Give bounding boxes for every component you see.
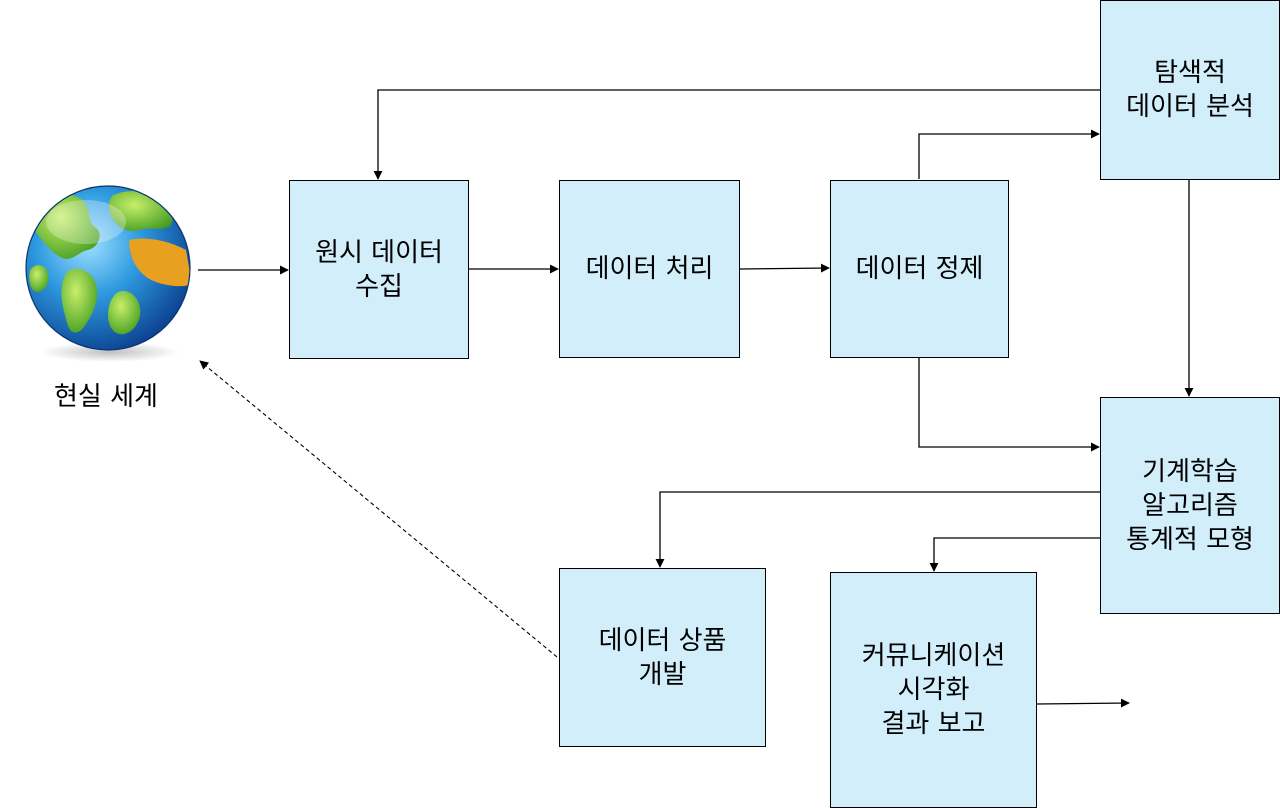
data-product-line2: 개발 <box>638 659 687 690</box>
exploratory-analysis-line2: 데이터 분석 <box>1126 92 1254 122</box>
real-world-label: 현실 세계 <box>54 382 158 412</box>
data-product-box: 데이터 상품 개발 <box>559 568 766 747</box>
exploratory-analysis-box: 탐색적 데이터 분석 <box>1100 0 1280 180</box>
data-cleaning-box: 데이터 정제 <box>830 180 1009 358</box>
communication-line2: 시각화 <box>897 675 970 705</box>
communication-line3: 결과 보고 <box>881 709 986 739</box>
arrow-communication-output <box>1036 698 1130 708</box>
exploratory-analysis-line1: 탐색적 <box>1154 58 1226 88</box>
machine-learning-box: 기계학습 알고리즘 통계적 모형 <box>1100 397 1280 614</box>
communication-box: 커뮤니케이션 시각화 결과 보고 <box>830 572 1037 808</box>
raw-data-collection-box: 원시 데이터 수집 <box>289 180 469 359</box>
arrow-ml-to-communication <box>929 537 1100 572</box>
globe-icon <box>25 185 191 362</box>
raw-data-collection-line1: 원시 데이터 <box>315 237 443 268</box>
machine-learning-line2: 알고리즘 <box>1142 490 1238 521</box>
data-processing-box: 데이터 처리 <box>559 180 740 358</box>
machine-learning-line1: 기계학습 <box>1142 456 1238 487</box>
data-product-line1: 데이터 상품 <box>598 625 727 656</box>
machine-learning-line3: 통계적 모형 <box>1126 524 1254 555</box>
raw-data-collection-line2: 수집 <box>355 271 403 302</box>
arrow-cleaning-to-ml <box>918 358 1100 452</box>
data-cleaning-label: 데이터 정제 <box>855 254 984 284</box>
communication-line1: 커뮤니케이션 <box>861 641 1006 671</box>
arrow-eda-to-collect <box>373 89 1100 180</box>
data-processing-label: 데이터 처리 <box>585 254 714 284</box>
arrow-cleaning-to-eda <box>918 129 1100 179</box>
arrow-processing-to-cleaning <box>739 263 830 273</box>
arrow-ml-to-product <box>655 491 1100 568</box>
arrow-product-to-world <box>199 360 558 658</box>
